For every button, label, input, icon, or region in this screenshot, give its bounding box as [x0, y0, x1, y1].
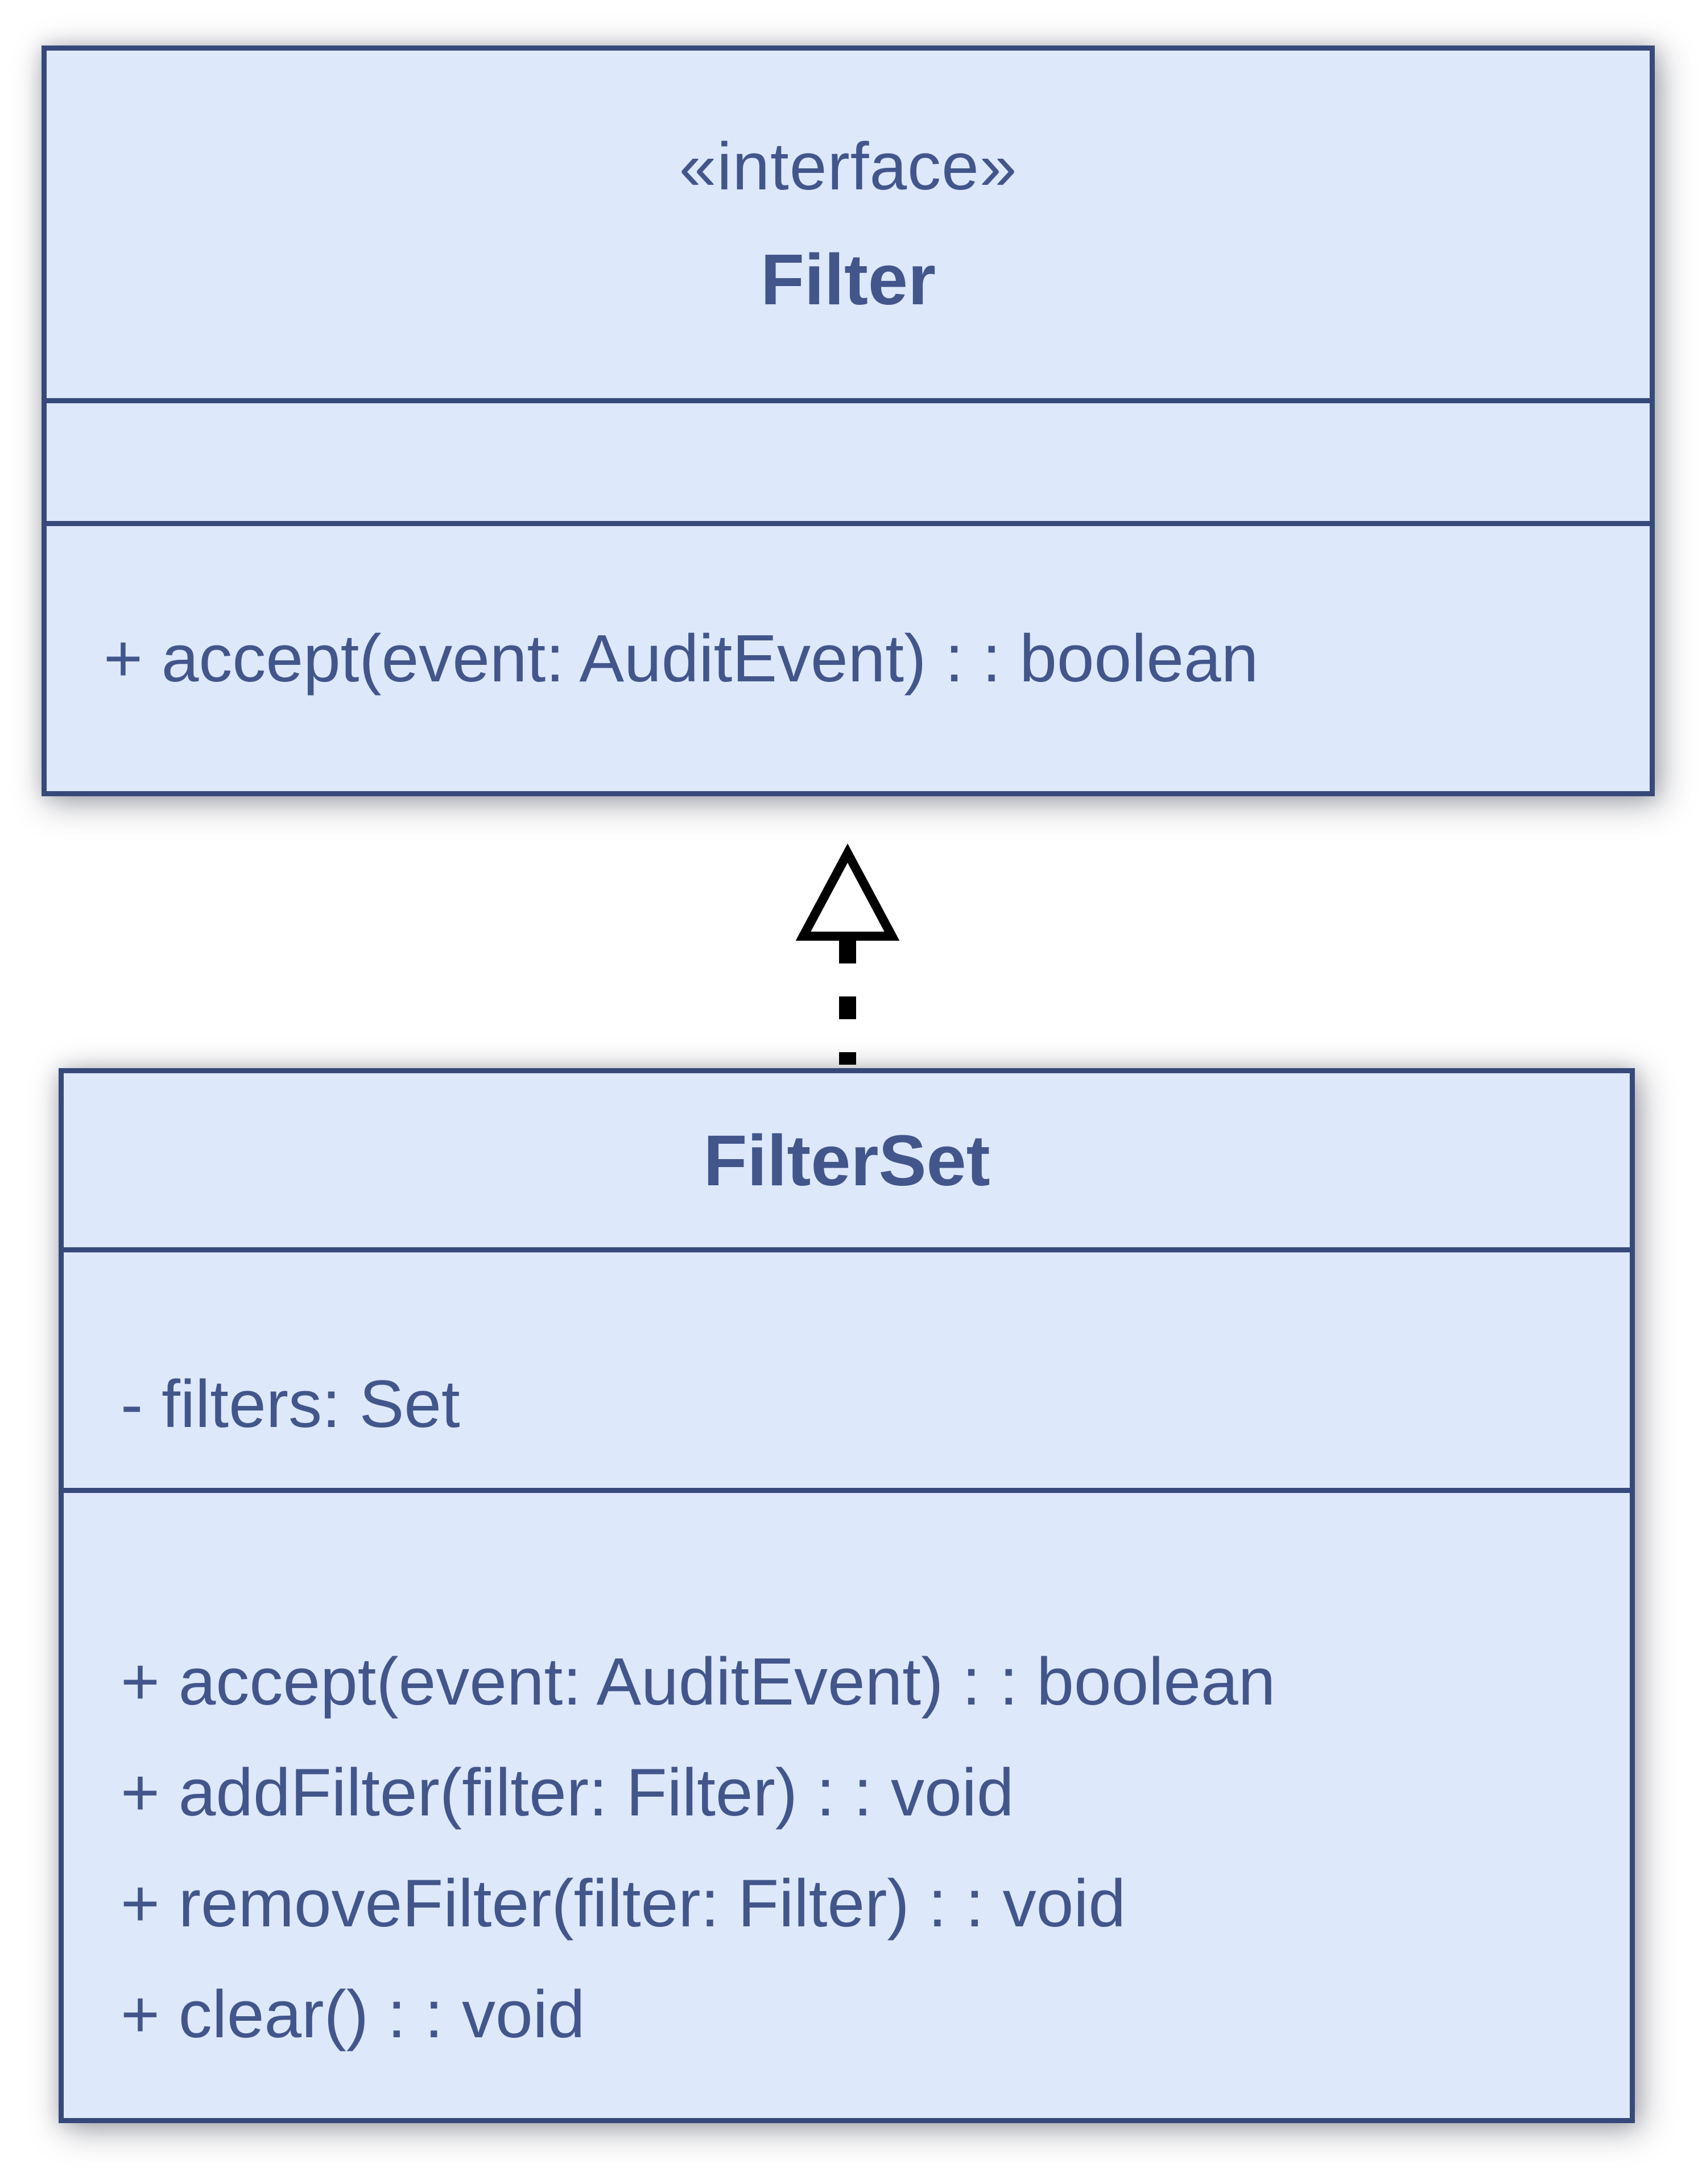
- method-row: + accept(event: AuditEvent) : : boolean: [121, 1644, 1276, 1719]
- method-row: + clear() : : void: [121, 1976, 585, 2052]
- filter-class-name: Filter: [760, 239, 936, 320]
- filterset-methods-compartment: + accept(event: AuditEvent) : : boolean …: [64, 1493, 1630, 2118]
- filter-stereotype-label: «interface»: [679, 129, 1018, 204]
- method-row: + addFilter(filter: Filter) : : void: [121, 1755, 1014, 1830]
- realization-arrow: [795, 843, 900, 1065]
- filterset-attributes-compartment: - filters: Set: [64, 1247, 1630, 1493]
- filter-title-compartment: «interface» Filter: [47, 51, 1650, 398]
- method-row: + accept(event: AuditEvent) : : boolean: [104, 621, 1259, 696]
- filter-methods-compartment: + accept(event: AuditEvent) : : boolean: [47, 526, 1650, 791]
- class-box-filterset: FilterSet - filters: Set + accept(event:…: [59, 1068, 1635, 2123]
- attribute-row: - filters: Set: [121, 1366, 460, 1442]
- filter-attributes-compartment: [47, 398, 1650, 526]
- hollow-triangle-arrowhead-icon: [795, 843, 900, 941]
- filterset-class-name: FilterSet: [703, 1120, 990, 1201]
- filterset-title-compartment: FilterSet: [64, 1073, 1630, 1247]
- method-row: + removeFilter(filter: Filter) : : void: [121, 1866, 1126, 1941]
- class-box-filter: «interface» Filter + accept(event: Audit…: [42, 46, 1655, 796]
